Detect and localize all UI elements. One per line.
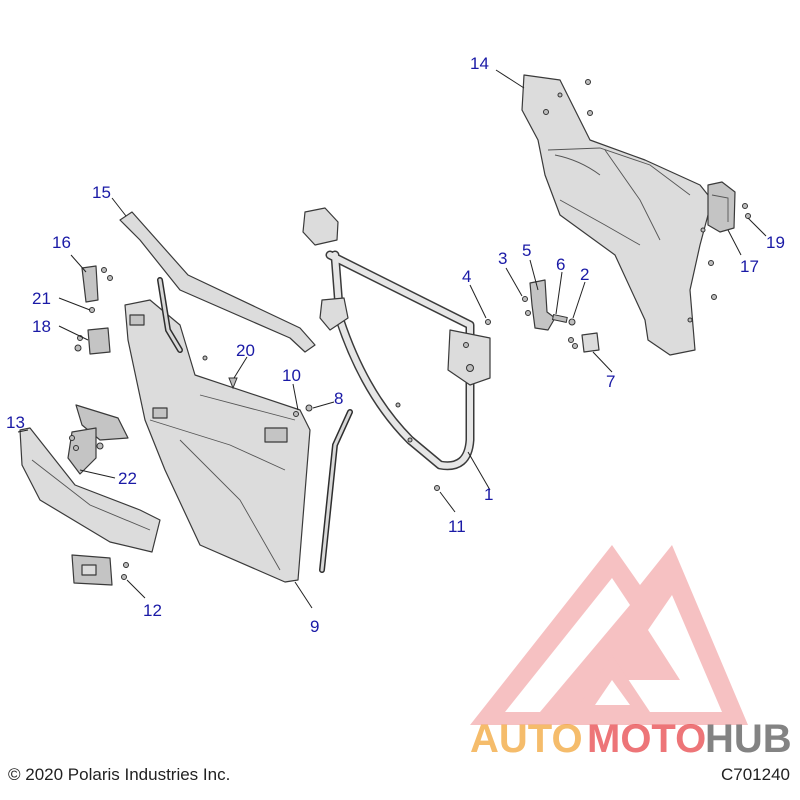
callout-11: 11 [448,517,466,536]
callout-22: 22 [118,469,137,488]
callout-14: 14 [470,54,489,73]
fasteners-part-14 [585,79,717,300]
wordmark-moto: MOTO [587,717,706,761]
callout-8: 8 [334,389,343,408]
callout-15: 15 [92,183,111,202]
callout-5: 5 [522,241,531,260]
upper-trim-bar-part-15 [119,211,316,353]
front-door-panel-part-9 [124,299,311,583]
nut-part-2 [568,318,576,326]
hinge-plate-part-18 [74,327,111,355]
callout-1: 1 [484,485,493,504]
callout-21: 21 [32,289,51,308]
handle-bracket-part-22 [67,404,129,475]
automotohub-logo [470,545,748,725]
door-frame-part-1 [302,207,491,471]
wordmark-auto: AUTO [470,717,583,761]
callout-6: 6 [556,255,565,274]
striker-plate-part-7 [568,332,600,353]
callout-10: 10 [282,366,301,385]
callout-12: 12 [143,601,162,620]
callout-17: 17 [740,257,759,276]
lower-trim-part-13 [19,427,161,553]
callout-7: 7 [606,372,615,391]
washer-part-21 [89,307,95,313]
latch-part-5 [529,279,556,331]
fastener-part-20 [202,355,238,390]
callout-13: 13 [6,413,25,432]
fasteners-part-11 [395,402,440,491]
door-frame-edge-part-9 [157,277,183,353]
callout-18: 18 [32,317,51,336]
callout-9: 9 [310,617,319,636]
copyright-notice: © 2020 Polaris Industries Inc. [8,765,231,784]
latch-bolt-part-6 [551,313,568,323]
callout-4: 4 [462,267,471,286]
callout-2: 2 [580,265,589,284]
nut-part-3 [522,296,531,316]
door-seal-part-8 [319,409,353,573]
rear-door-panel-part-14 [521,74,713,356]
fasteners-part-10 [293,404,313,417]
callout-3: 3 [498,249,507,268]
callout-labels: 1 2 3 4 5 6 7 8 9 10 11 12 13 14 15 16 1… [6,54,785,636]
hinge-part-16 [81,265,113,303]
screws-part-19 [742,203,751,219]
leader-lines [17,69,767,609]
callout-20: 20 [236,341,255,360]
hinge-bracket-part-17 [707,181,736,233]
automotohub-wordmark: AUTO MOTO HUB [470,717,792,761]
door-handle-part-12 [71,554,129,586]
diagram-code: C701240 [720,765,790,784]
callout-16: 16 [52,233,71,252]
fasteners-part-4 [485,319,491,325]
callout-19: 19 [766,233,785,252]
wordmark-hub: HUB [705,717,792,761]
